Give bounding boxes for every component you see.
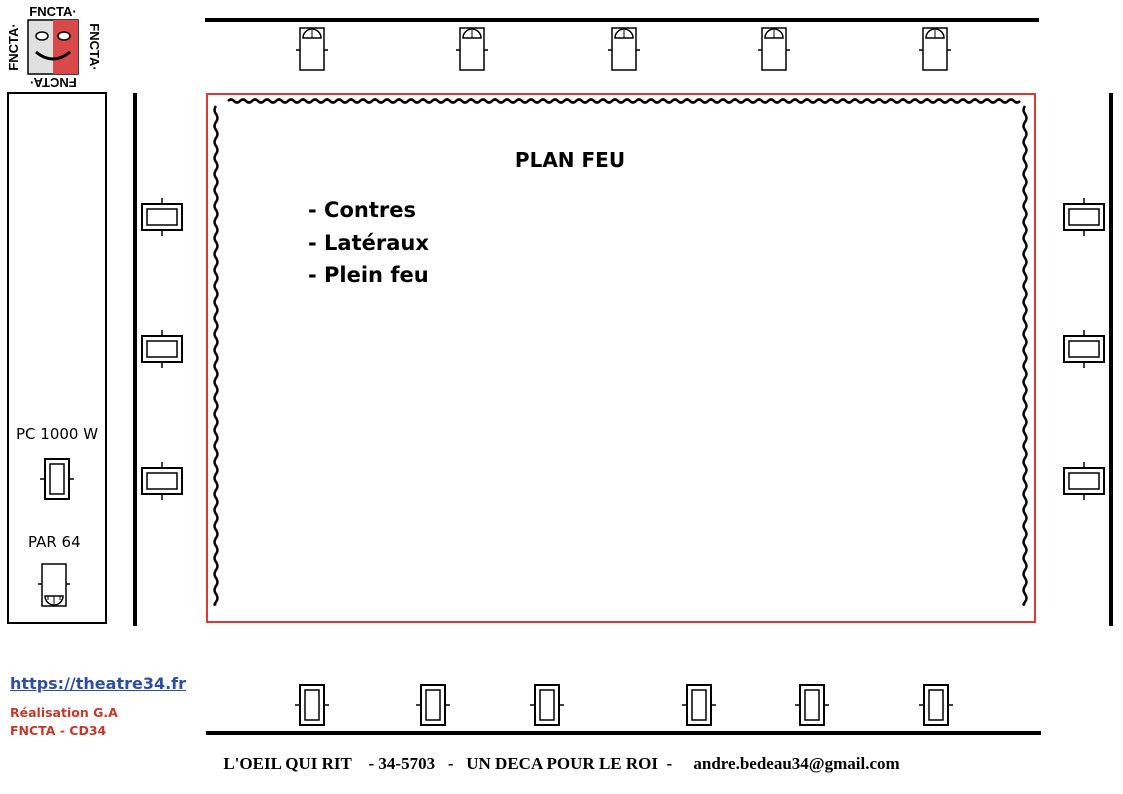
- footer-line: L'OEIL QUI RIT - 34-5703 - UN DECA POUR …: [223, 754, 900, 773]
- par-fixture-icon: [608, 27, 640, 71]
- pc-fixture-icon: [40, 458, 74, 500]
- par-fixture-icon: [38, 563, 70, 607]
- par-fixture-icon: [919, 27, 951, 71]
- pc-fixture-icon: [795, 684, 829, 726]
- pc-fixture-icon: [141, 462, 183, 500]
- pc-fixture-icon: [416, 684, 450, 726]
- par-fixture-icon: [296, 27, 328, 71]
- pc-fixture-icon: [1063, 198, 1105, 236]
- effects-list: - Contres - Latéraux - Plein feu: [308, 194, 429, 292]
- pc-fixture-icon: [1063, 330, 1105, 368]
- pc-fixture-icon: [1063, 462, 1105, 500]
- list-item: - Contres: [308, 198, 416, 222]
- top-pipe: [205, 18, 1039, 22]
- left-pipe: [133, 93, 137, 626]
- legend-box: [7, 92, 107, 624]
- legend-par-label: PAR 64: [28, 533, 81, 551]
- par-fixture-icon: [456, 27, 488, 71]
- pc-fixture-icon: [530, 684, 564, 726]
- svg-text:FNCTA·: FNCTA·: [29, 4, 76, 19]
- website-link[interactable]: https://theatre34.fr: [10, 674, 187, 693]
- stage-area: [206, 93, 1036, 623]
- pc-fixture-icon: [295, 684, 329, 726]
- plan-title: PLAN FEU: [514, 148, 626, 172]
- bottom-pipe: [206, 731, 1041, 735]
- credit-org: FNCTA - CD34: [10, 723, 107, 738]
- svg-text:FNCTA·: FNCTA·: [29, 75, 76, 90]
- fncta-logo: FNCTA· FNCTA· FNCTA· FNCTA·: [6, 4, 102, 90]
- legend-pc-label: PC 1000 W: [16, 425, 99, 443]
- list-item: - Latéraux: [308, 230, 429, 255]
- pc-fixture-icon: [919, 684, 953, 726]
- right-pipe: [1109, 93, 1113, 626]
- pc-fixture-icon: [141, 198, 183, 236]
- pc-fixture-icon: [141, 330, 183, 368]
- credit-author: Réalisation G.A: [10, 705, 118, 720]
- svg-text:FNCTA·: FNCTA·: [87, 23, 100, 70]
- list-item: - Plein feu: [308, 263, 429, 287]
- pc-fixture-icon: [682, 684, 716, 726]
- svg-text:FNCTA·: FNCTA·: [6, 23, 21, 70]
- par-fixture-icon: [758, 27, 790, 71]
